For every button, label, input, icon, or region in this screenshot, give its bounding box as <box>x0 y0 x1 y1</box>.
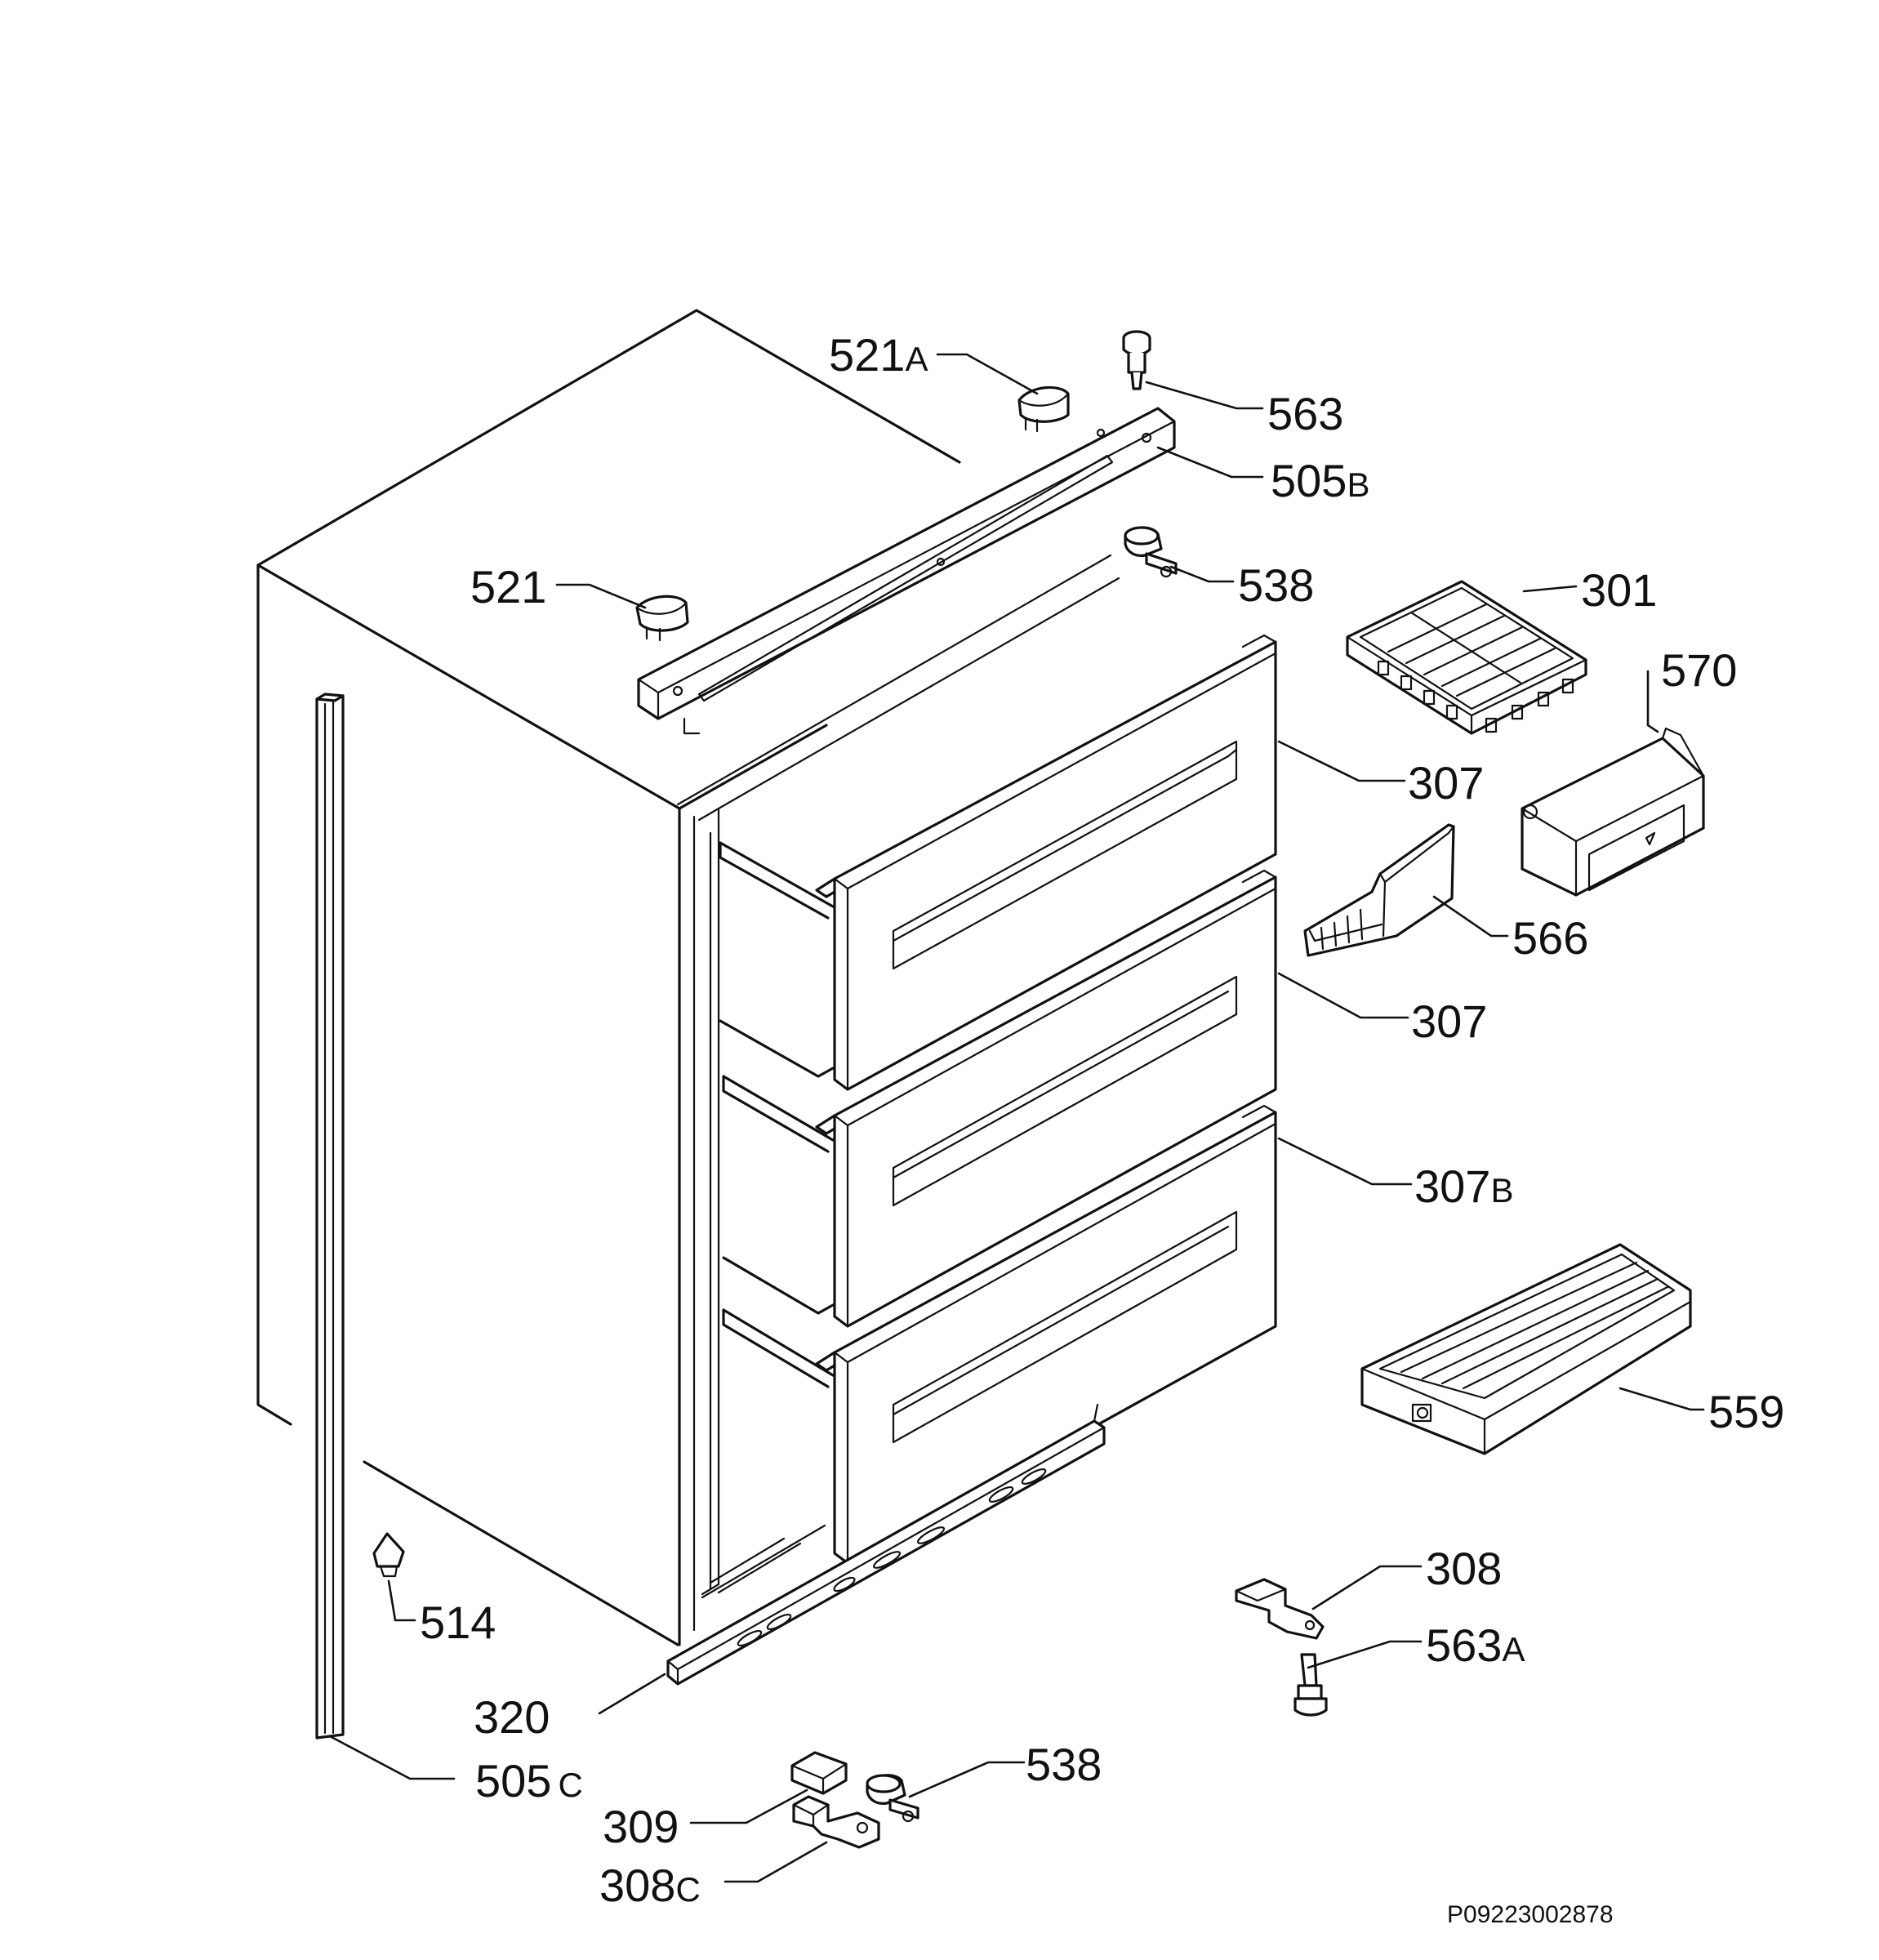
callout-309: 309 <box>603 1801 679 1852</box>
document-code: P09223002878 <box>1447 1901 1614 1928</box>
callout-308: 308 <box>1426 1543 1502 1594</box>
callout-563: 563 <box>1267 388 1343 439</box>
callout-538-bottom: 538 <box>1026 1739 1102 1790</box>
bracket-308c <box>792 1795 880 1849</box>
hinge-pin-538-bottom <box>866 1774 919 1823</box>
callout-521: 521 <box>470 561 546 612</box>
screw-563a <box>1293 1653 1328 1717</box>
hinge-cover-521a <box>1017 385 1070 433</box>
callout-538-top: 538 <box>1238 559 1314 611</box>
callout-301: 301 <box>1581 564 1657 616</box>
callout-307b: 307B <box>1414 1160 1513 1212</box>
ice-cube-tray <box>1346 580 1587 735</box>
hinge-cover-521 <box>635 595 689 642</box>
callout-521a: 521A <box>829 329 928 381</box>
top-mounting-rail <box>637 407 1176 735</box>
callout-307-1: 307 <box>1408 757 1484 808</box>
callout-559: 559 <box>1708 1386 1784 1437</box>
callout-566: 566 <box>1512 912 1588 964</box>
door-seal-strip <box>315 693 345 1740</box>
drawer-middle <box>722 869 1277 1328</box>
cold-accumulator <box>1360 1243 1692 1455</box>
bottom-rail <box>666 1403 1106 1686</box>
callout-308c: 308C <box>599 1860 701 1911</box>
ice-bucket <box>1521 727 1705 897</box>
callout-505b: 505B <box>1271 455 1369 506</box>
ice-scraper <box>1303 823 1455 957</box>
drawer-top <box>719 634 1277 1091</box>
callout-320: 320 <box>474 1691 550 1743</box>
screw-563 <box>1122 330 1151 390</box>
callout-514: 514 <box>420 1597 496 1648</box>
callout-563a: 563A <box>1426 1619 1525 1671</box>
hinge-pin-538-top <box>1124 526 1178 578</box>
cover-309 <box>790 1751 848 1795</box>
callout-570: 570 <box>1661 644 1737 696</box>
leader-lines <box>328 353 1705 1883</box>
door-stop-514 <box>372 1532 405 1578</box>
callout-307-2: 307 <box>1411 996 1487 1047</box>
freezer-cabinet <box>256 309 1120 1646</box>
bracket-308 <box>1235 1578 1325 1640</box>
callout-labels: 521A 563 505B 538 521 301 570 307 566 30… <box>420 329 1784 1911</box>
